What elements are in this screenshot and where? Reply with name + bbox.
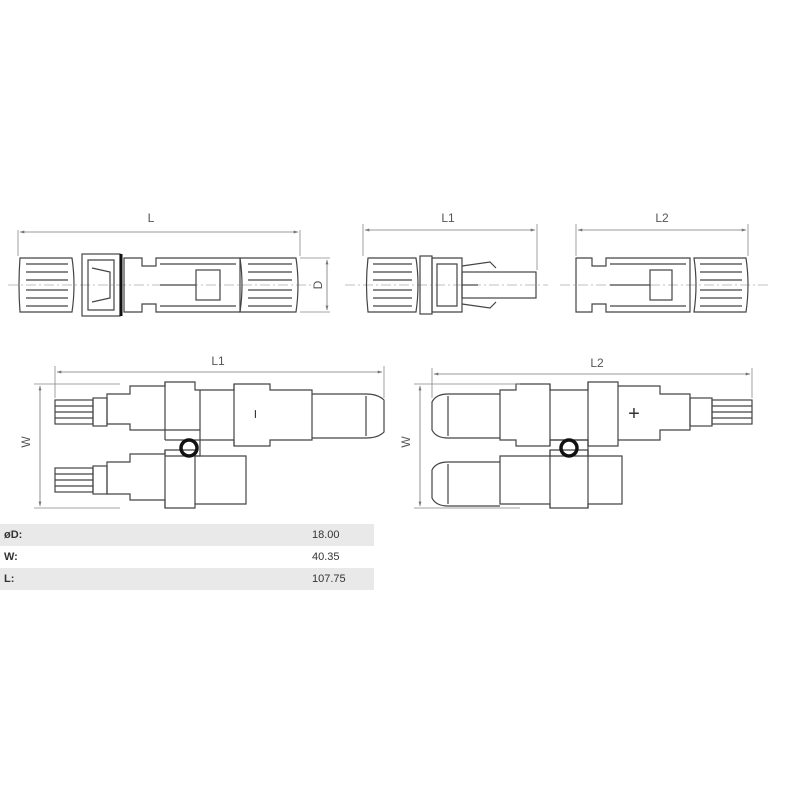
- spec-row-width: W: 40.35: [0, 546, 374, 568]
- spec-value-diameter: 18.00: [312, 529, 340, 541]
- dimension-d-top: D: [300, 257, 330, 313]
- top-right-connector: [560, 257, 770, 313]
- dim-label-w-left: W: [19, 436, 33, 448]
- spec-row-length: L: 107.75: [0, 568, 374, 590]
- top-middle-connector: [345, 255, 548, 315]
- top-left-connector-pair: [8, 253, 312, 317]
- dimension-l-top: L: [17, 211, 301, 256]
- spec-label-diameter: øD:: [4, 529, 23, 541]
- minus-polarity-symbol: −: [246, 409, 263, 418]
- bottom-right-branch-connector: [431, 381, 753, 509]
- spec-row-diameter: øD: 18.00: [0, 524, 374, 546]
- dimension-w-bottom-right: W: [399, 383, 520, 509]
- dim-label-l: L: [148, 211, 155, 225]
- dim-label-l2-top: L2: [655, 211, 669, 225]
- dimension-l2-bottom: L2: [431, 356, 753, 398]
- dim-label-w-right: W: [399, 436, 413, 448]
- spec-label-length: L:: [4, 573, 15, 585]
- dimension-l1-top: L1: [362, 211, 538, 270]
- dimension-w-bottom-left: W: [19, 383, 120, 509]
- specification-table: øD: 18.00 W: 40.35 L: 107.75: [0, 524, 374, 590]
- bottom-left-branch-connector: [54, 381, 385, 509]
- spec-value-length: 107.75: [312, 573, 346, 585]
- dim-label-l1-bottom: L1: [211, 354, 225, 368]
- dim-label-l1-top: L1: [441, 211, 455, 225]
- dimension-l2-top: L2: [575, 211, 749, 256]
- dim-label-d: D: [311, 280, 325, 289]
- plus-polarity-symbol: +: [628, 403, 640, 425]
- spec-value-width: 40.35: [312, 551, 340, 563]
- spec-label-width: W:: [4, 551, 18, 563]
- dimension-l1-bottom: L1: [54, 354, 385, 398]
- dim-label-l2-bottom: L2: [590, 356, 604, 370]
